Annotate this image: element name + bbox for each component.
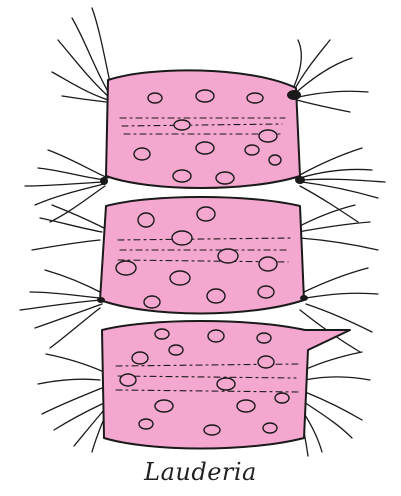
figure-caption: Lauderia	[0, 458, 401, 486]
cell-top	[106, 70, 300, 188]
